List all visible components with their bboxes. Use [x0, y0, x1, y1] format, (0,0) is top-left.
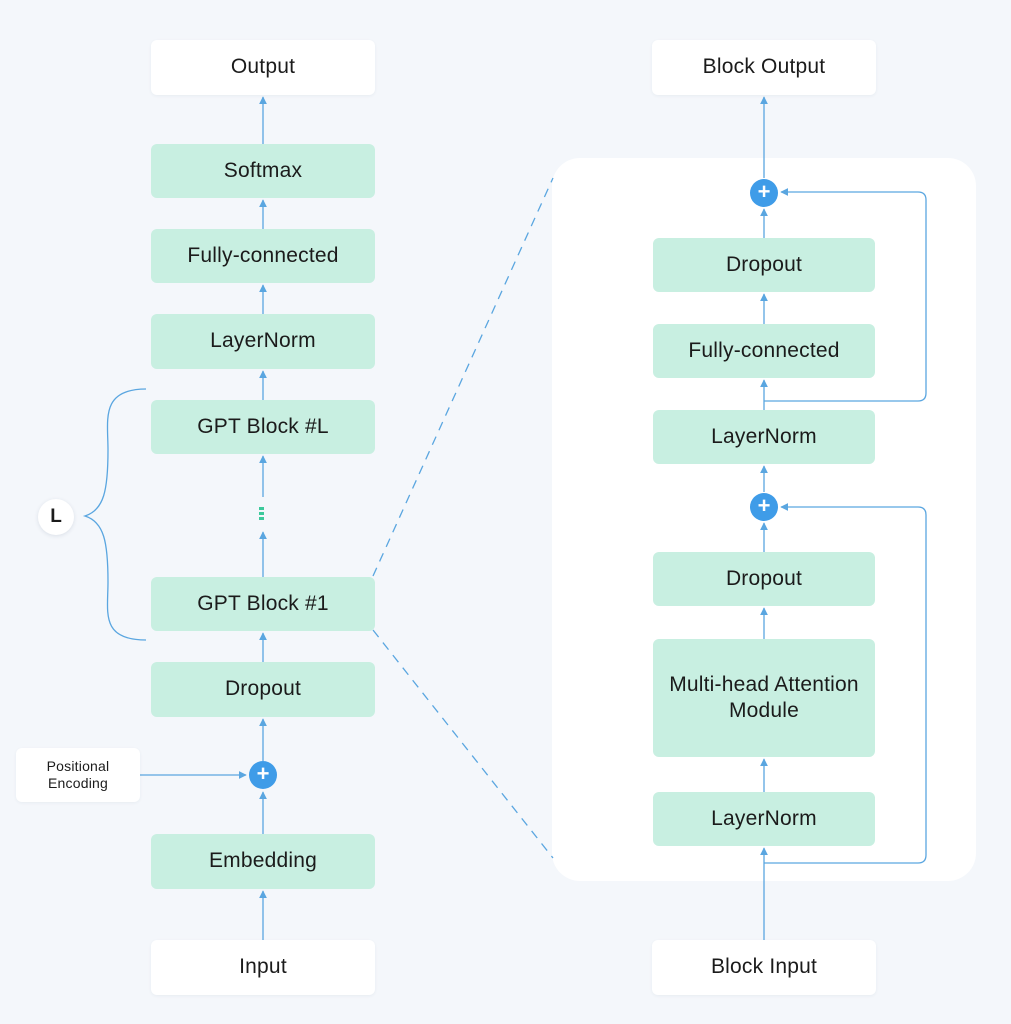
layernorm-label: LayerNorm — [210, 329, 316, 353]
layernorm-top-node: LayerNorm — [653, 410, 875, 464]
repeat-count-badge: L — [38, 499, 74, 535]
residual-connection-top — [764, 188, 927, 402]
repeat-brace — [82, 388, 147, 641]
layernorm-top-label: LayerNorm — [711, 424, 817, 448]
layernorm-bottom-label: LayerNorm — [711, 806, 817, 830]
repeat-count-label: L — [50, 506, 62, 527]
output-node: Output — [151, 40, 375, 95]
dropout-top-node: Dropout — [653, 238, 875, 292]
gpt-block-last-label: GPT Block #L — [197, 414, 329, 438]
zoom-line-top — [372, 177, 554, 577]
attention-module-node: Multi-head Attention Module — [653, 639, 875, 757]
fully-connected-detail-label: Fully-connected — [688, 338, 840, 362]
add-icon: + — [750, 179, 778, 207]
fully-connected-label: Fully-connected — [187, 243, 339, 267]
embedding-node: Embedding — [151, 834, 375, 889]
block-output-node: Block Output — [652, 40, 876, 95]
embedding-label: Embedding — [208, 849, 318, 873]
softmax-label: Softmax — [223, 158, 303, 182]
gpt-block-first-label: GPT Block #1 — [197, 591, 329, 615]
attention-module-label: Multi-head Attention Module — [669, 672, 859, 722]
ellipsis-dots — [259, 507, 265, 522]
residual-connection-bottom — [764, 503, 927, 864]
dropout-bottom-label: Dropout — [725, 566, 803, 590]
add-icon: + — [750, 493, 778, 521]
input-node: Input — [151, 940, 375, 995]
positional-encoding-node: Positional Encoding — [16, 748, 140, 802]
block-input-node: Block Input — [652, 940, 876, 995]
gpt-block-last-node: GPT Block #L — [151, 400, 375, 454]
gpt-block-first-node: GPT Block #1 — [151, 577, 375, 631]
output-label: Output — [230, 55, 296, 79]
layernorm-node: LayerNorm — [151, 314, 375, 369]
zoom-line-bottom — [372, 629, 554, 859]
dropout-bottom-node: Dropout — [653, 552, 875, 606]
dropout-node: Dropout — [151, 662, 375, 717]
dropout-top-label: Dropout — [725, 252, 803, 276]
fully-connected-detail-node: Fully-connected — [653, 324, 875, 378]
block-input-label: Block Input — [710, 955, 818, 979]
dropout-label: Dropout — [224, 677, 302, 701]
positional-encoding-label: Positional Encoding — [46, 758, 110, 791]
block-output-label: Block Output — [702, 55, 826, 79]
add-icon: + — [249, 761, 277, 789]
softmax-node: Softmax — [151, 144, 375, 198]
fully-connected-node: Fully-connected — [151, 229, 375, 283]
layernorm-bottom-node: LayerNorm — [653, 792, 875, 846]
input-label: Input — [239, 955, 287, 979]
